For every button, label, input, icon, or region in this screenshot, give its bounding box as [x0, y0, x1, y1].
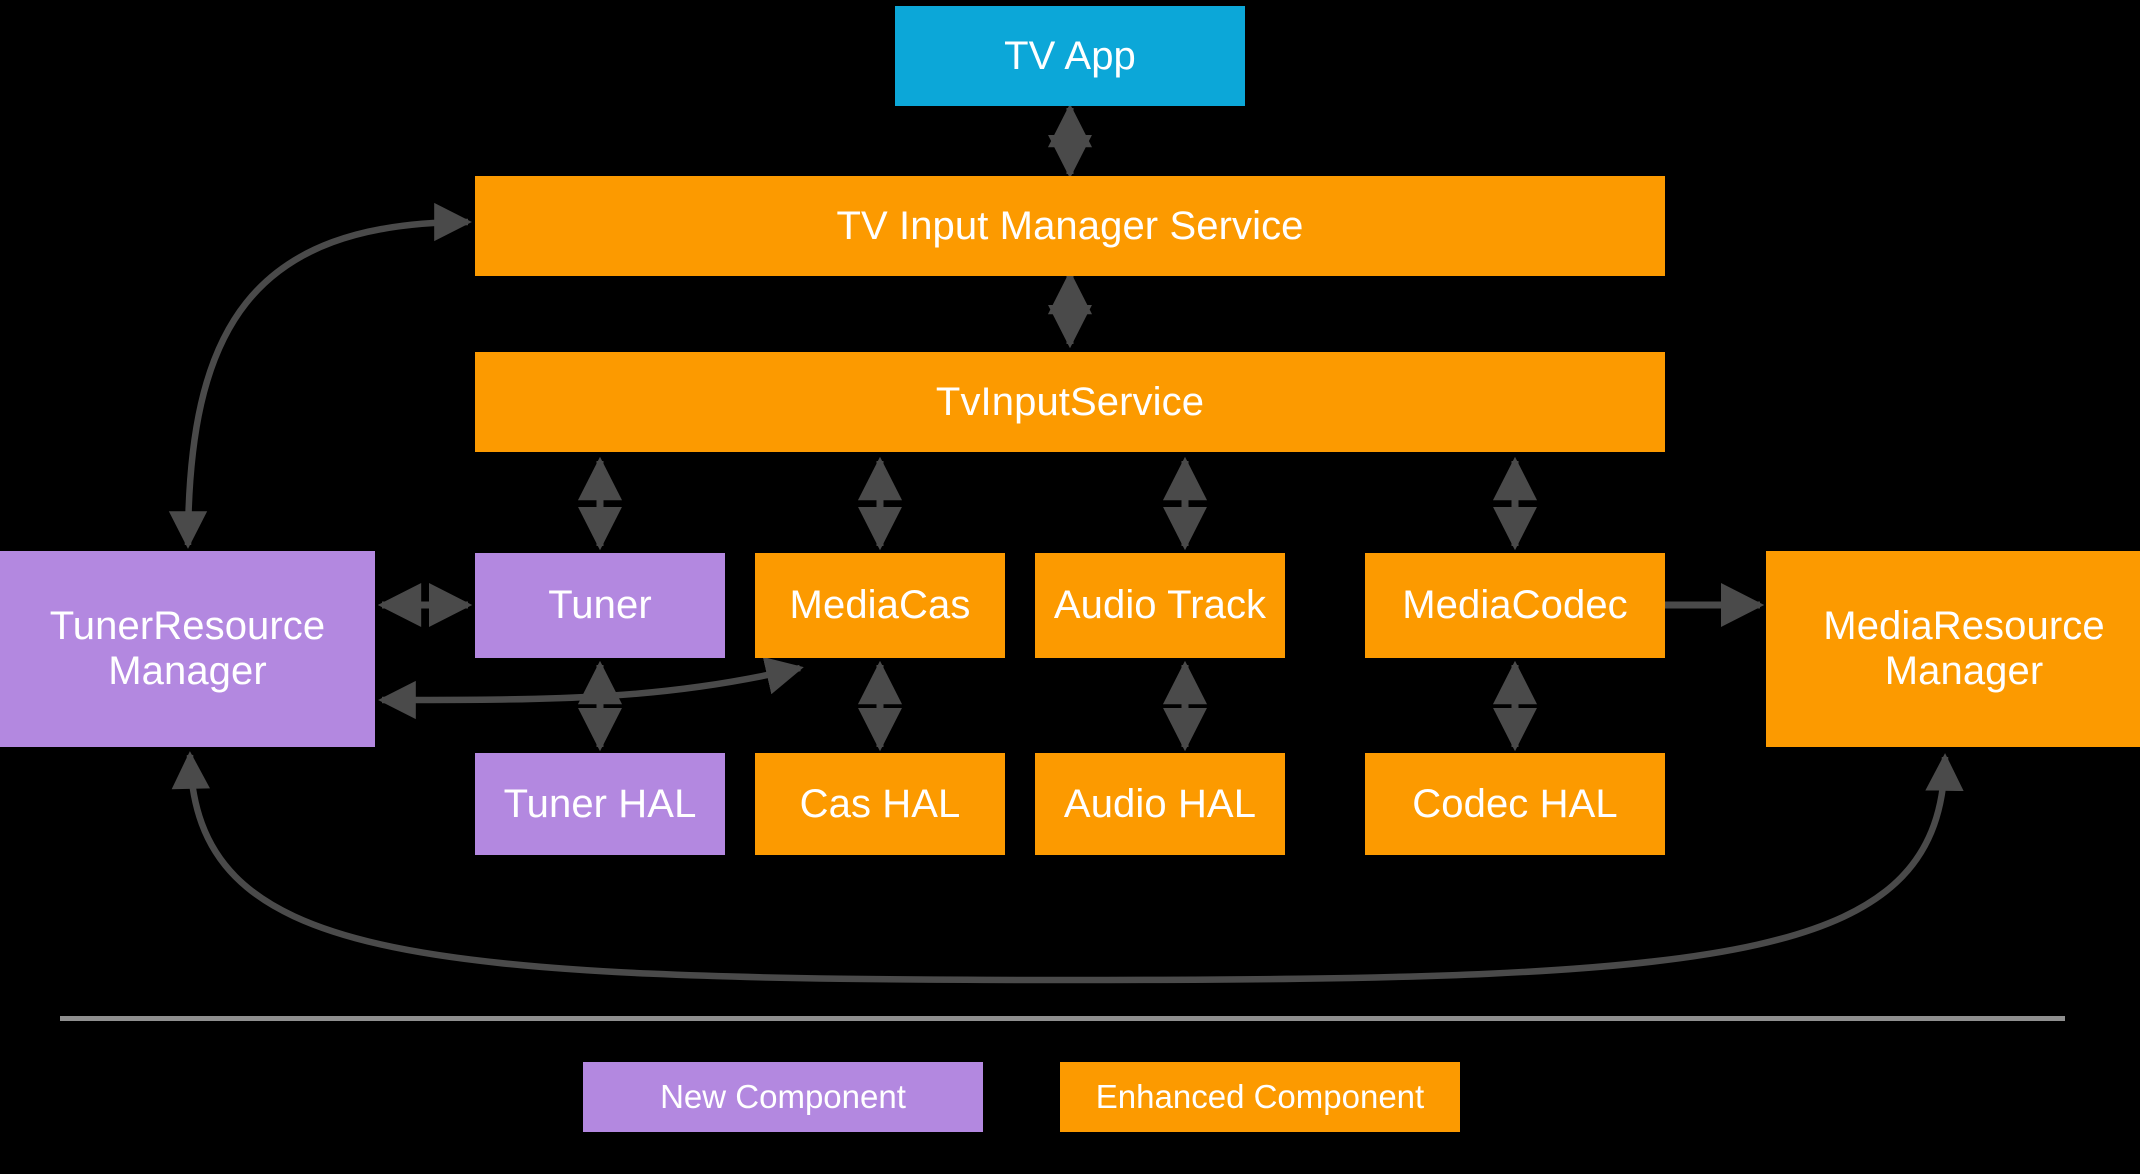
node-tv-app-label: TV App: [1004, 33, 1136, 78]
node-tuner-resource-manager-label-line2: Manager: [108, 649, 267, 693]
node-codec-hal-label: Codec HAL: [1412, 781, 1618, 826]
node-tv-input-manager-service-label: TV Input Manager Service: [836, 203, 1304, 248]
node-tuner-resource-manager-label-line1: TunerResource: [49, 604, 326, 649]
node-audio-track-label: Audio Track: [1053, 583, 1267, 628]
node-cas-hal-label: Cas HAL: [799, 781, 961, 826]
node-media-cas[interactable]: MediaCas: [755, 553, 1005, 658]
node-tuner-hal-label: Tuner HAL: [503, 781, 697, 826]
node-cas-hal[interactable]: Cas HAL: [755, 753, 1005, 855]
node-codec-hal[interactable]: Codec HAL: [1365, 753, 1665, 855]
legend-item-new-component[interactable]: New Component: [583, 1062, 983, 1132]
node-tuner-hal[interactable]: Tuner HAL: [475, 753, 725, 855]
node-media-resource-manager[interactable]: MediaResource Manager: [1766, 551, 2140, 747]
node-tuner-label: Tuner: [548, 583, 652, 628]
node-audio-track[interactable]: Audio Track: [1035, 553, 1285, 658]
node-media-codec[interactable]: MediaCodec: [1365, 553, 1665, 658]
node-media-cas-label: MediaCas: [789, 583, 971, 628]
legend-item-enhanced-component[interactable]: Enhanced Component: [1060, 1062, 1460, 1132]
legend-item-enhanced-component-label: Enhanced Component: [1095, 1078, 1425, 1115]
node-audio-hal-label: Audio HAL: [1063, 781, 1257, 826]
node-tv-input-manager-service[interactable]: TV Input Manager Service: [475, 176, 1665, 276]
node-tv-input-service-label: TvInputService: [935, 379, 1205, 424]
node-audio-hal[interactable]: Audio HAL: [1035, 753, 1285, 855]
legend-item-new-component-label: New Component: [660, 1078, 906, 1115]
node-tv-app[interactable]: TV App: [895, 6, 1245, 106]
legend-divider: [60, 1016, 2065, 1021]
node-media-codec-label: MediaCodec: [1402, 583, 1628, 628]
node-tv-input-service[interactable]: TvInputService: [475, 352, 1665, 452]
node-tuner[interactable]: Tuner: [475, 553, 725, 658]
connector-tunerresourcemanager-tvinputmanager-curve: [168, 202, 472, 549]
node-media-resource-manager-label-line2: Manager: [1884, 649, 2044, 693]
connector-tunerresourcemanager-mediacas-curve: [378, 656, 804, 720]
node-tuner-resource-manager[interactable]: TunerResource Manager: [0, 551, 375, 747]
node-media-resource-manager-label-line1: MediaResource: [1823, 604, 2105, 649]
